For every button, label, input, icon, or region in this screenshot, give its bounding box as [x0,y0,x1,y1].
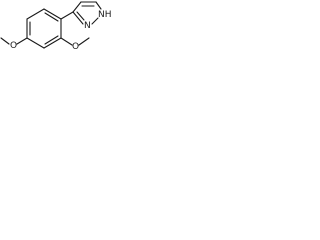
pyrazole-bond [72,11,84,25]
benzene-ring [26,8,62,49]
n-atom-label: N [84,21,91,31]
ortho-methyl-bond [78,37,90,46]
pyrazole-bond [72,1,82,13]
nh-atom-label: NH [98,10,112,20]
pyrazole-ring [72,1,102,25]
benzene-bond [26,8,45,20]
para-oxygen-bond [16,37,28,45]
para-methyl-bond [0,37,10,45]
chemical-structure-diagram: NH N O O [0,1,112,52]
para-oxygen-label: O [10,41,17,51]
aryl-pyrazole-bond [60,11,74,20]
pyrazole-bond [91,17,99,25]
benzene-bond [43,37,62,49]
ortho-oxygen-label: O [72,42,79,52]
benzene-bond [43,8,62,20]
ortho-oxygen-bond [60,37,73,46]
benzene-double-bond [44,35,59,45]
pyrazole-double-bond [76,11,85,21]
benzene-bond [26,37,45,49]
pyrazole-bond [95,1,102,10]
benzene-double-bond [44,12,59,22]
